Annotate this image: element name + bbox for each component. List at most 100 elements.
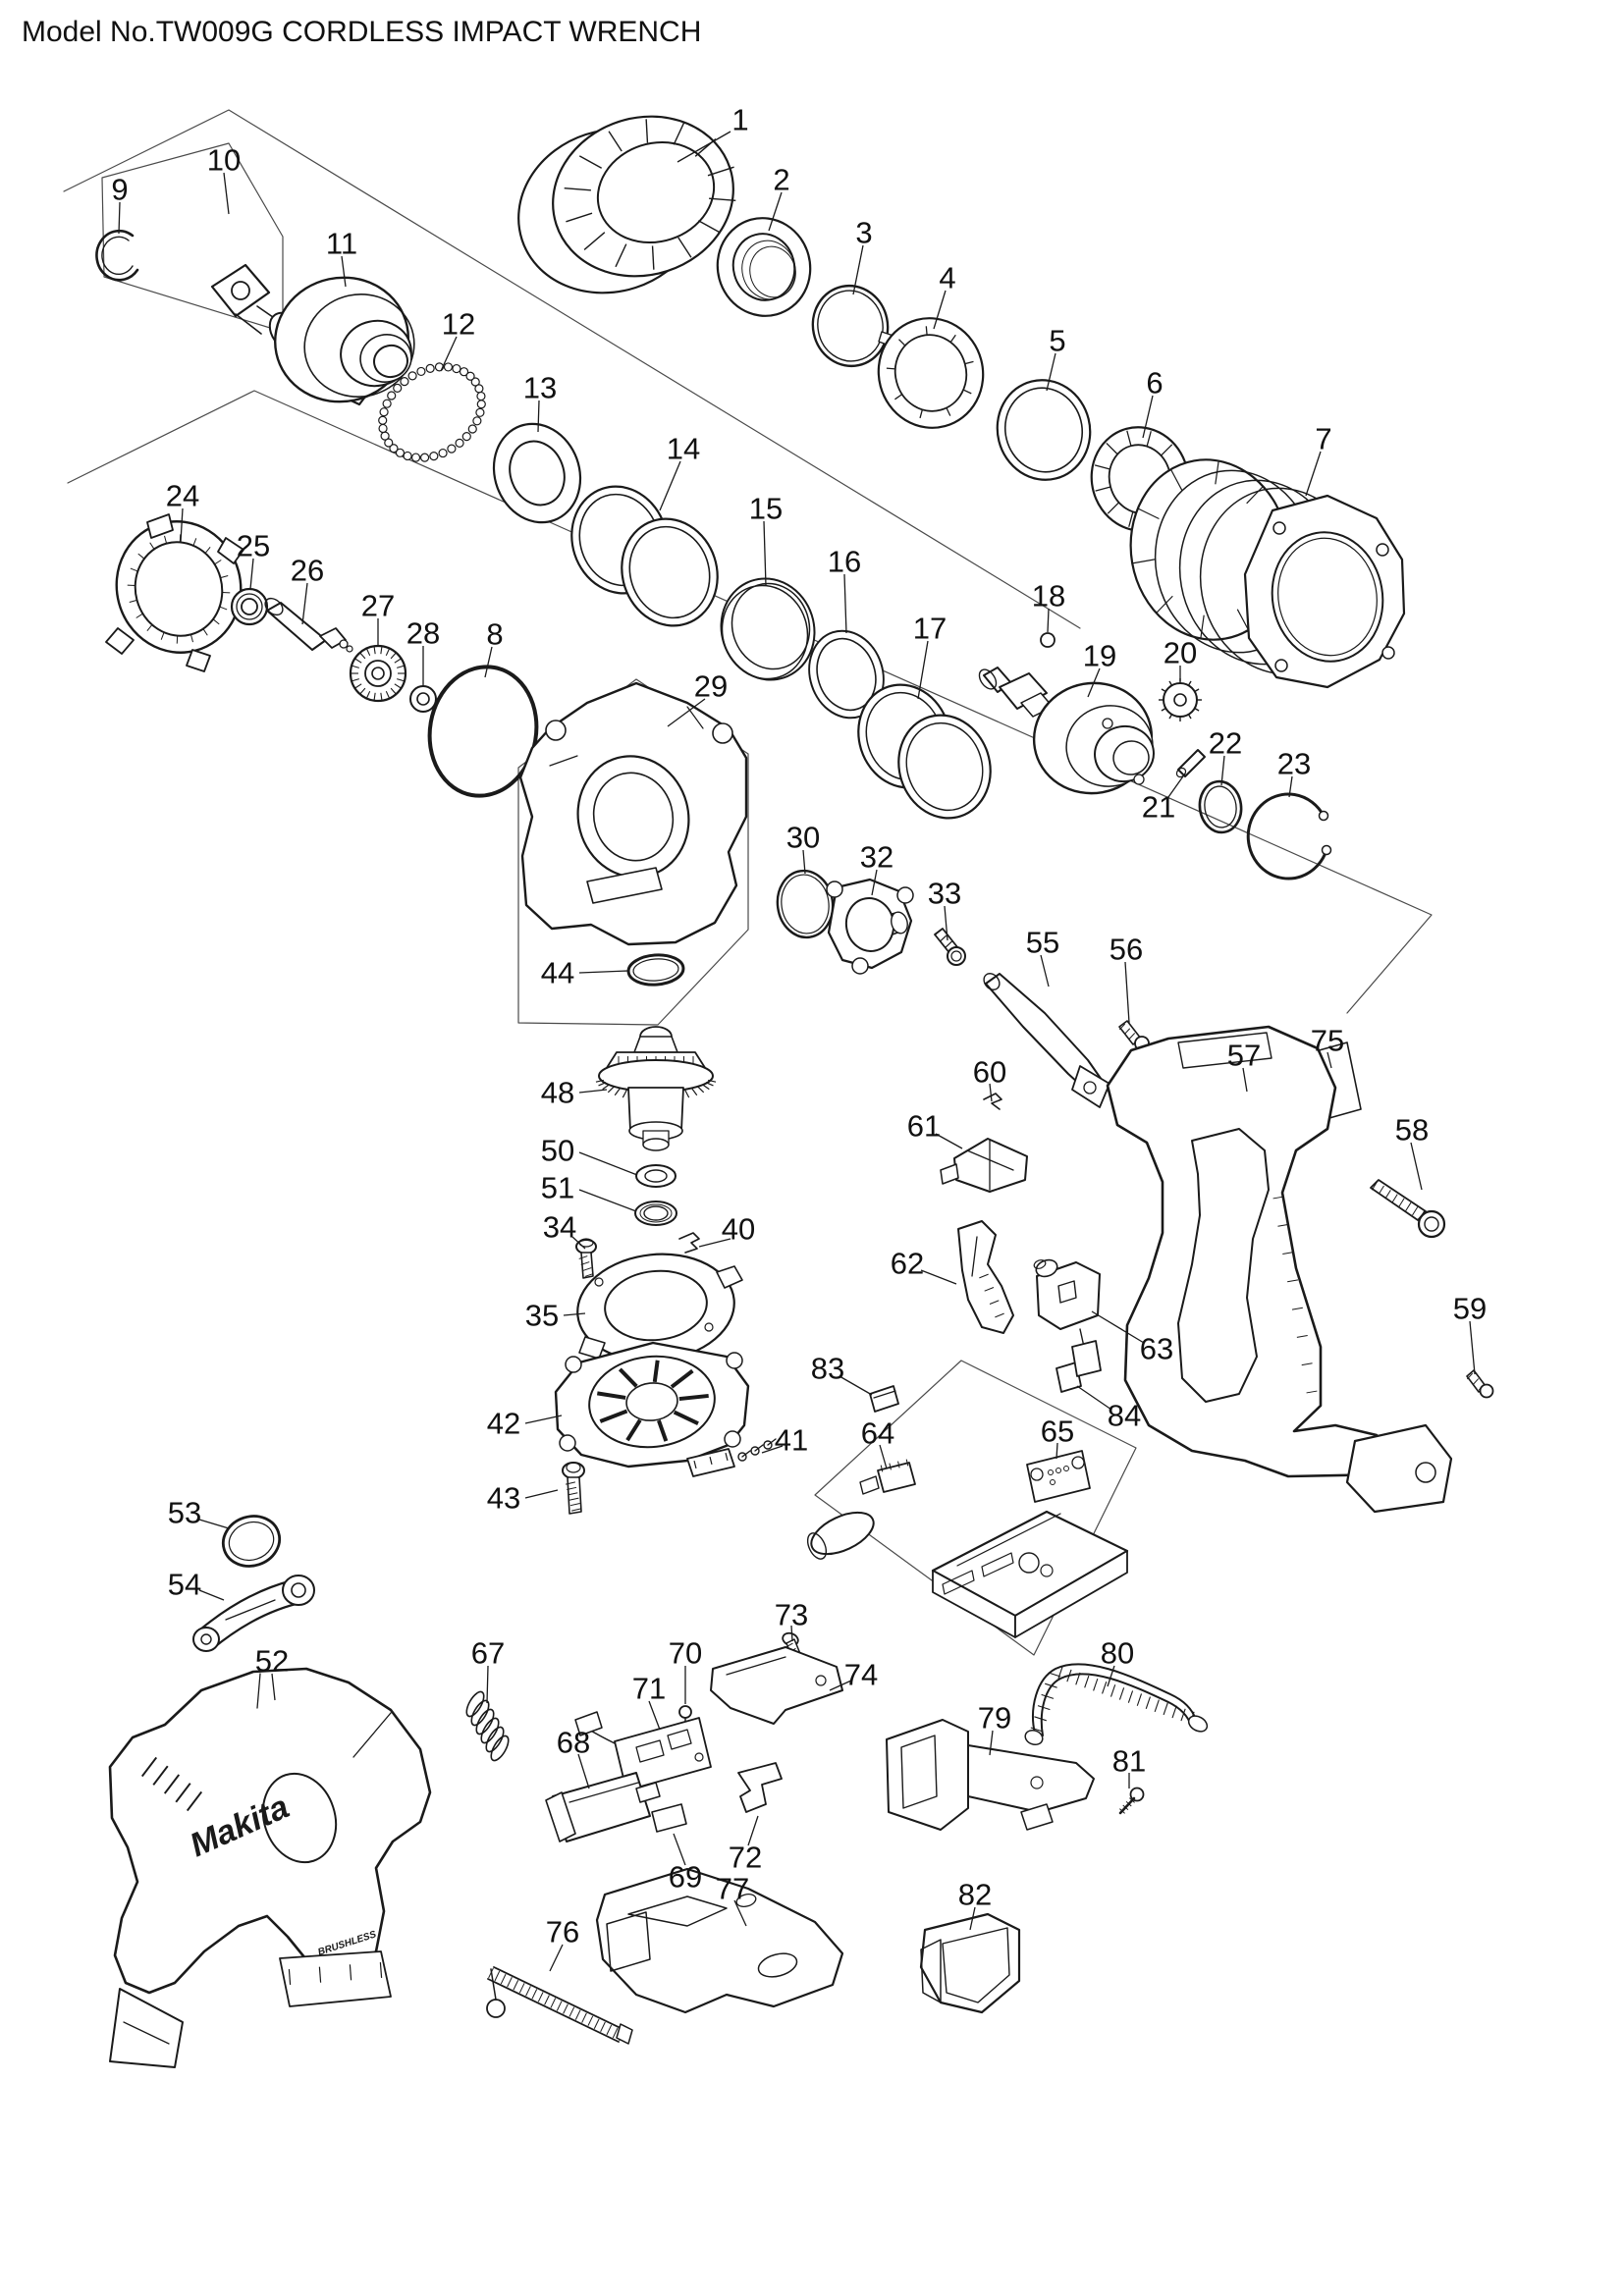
leader-line-41 [761,1445,784,1454]
part-23-drawing [1246,792,1332,881]
leader-line-35 [563,1312,586,1316]
part-number-label-75: 75 [1311,1024,1344,1058]
part-number-label-74: 74 [844,1658,878,1692]
part-42-drawing [554,1341,750,1477]
leader-line-40 [698,1238,731,1248]
part-number-label-27: 27 [361,589,395,623]
part-60-drawing [983,1093,1002,1110]
part-number-label-53: 53 [168,1496,201,1530]
leader-line-80 [1107,1665,1115,1687]
part-number-label-40: 40 [722,1212,755,1247]
part-number-label-3: 3 [855,216,872,250]
part-number-label-33: 33 [928,877,961,911]
part-number-label-70: 70 [669,1636,702,1671]
part-18-drawing [1040,632,1056,648]
part-81-drawing [1118,1787,1145,1815]
part-number-label-60: 60 [973,1055,1006,1090]
leader-line-34 [571,1236,586,1250]
part-3-drawing [811,284,894,368]
part-15-drawing [720,577,816,681]
part-number-label-32: 32 [860,840,893,875]
leader-line-73 [790,1625,793,1642]
leader-line-57 [1242,1067,1248,1093]
part-20-drawing [1159,678,1202,721]
part-22-drawing [1198,779,1243,834]
part-24-drawing [105,513,244,672]
leader-line-19 [1087,667,1101,698]
part-number-label-12: 12 [442,307,475,342]
leader-line-61 [935,1133,963,1149]
part-number-label-65: 65 [1041,1415,1074,1449]
part-number-label-63: 63 [1140,1332,1173,1366]
leader-line-8 [484,646,493,678]
leader-lines [118,131,1476,1972]
part-1-drawing [517,115,736,294]
part-number-label-7: 7 [1315,422,1331,456]
part-17-drawing [857,683,992,820]
part-number-label-14: 14 [667,432,700,466]
leader-line-10 [223,172,230,215]
part-number-label-8: 8 [486,617,503,652]
part-53-drawing [221,1515,282,1568]
part-number-label-6: 6 [1146,366,1163,400]
part-61-drawing [940,1138,1028,1193]
leader-line-48 [578,1089,608,1094]
part-number-label-81: 81 [1112,1744,1146,1779]
leader-line-65 [1056,1442,1058,1460]
leader-line-15 [763,520,767,587]
leader-line-59 [1469,1320,1476,1375]
leader-line-53 [198,1519,230,1529]
part-number-label-52: 52 [255,1644,289,1679]
part-25-drawing [230,587,269,626]
part-number-label-2: 2 [773,163,789,197]
part-26-drawing [264,597,353,653]
part-9-drawing [95,229,139,282]
leader-line-24 [180,507,184,543]
part-35-drawing [576,1253,743,1373]
part-76-drawing [486,1966,633,2045]
leader-line-69 [673,1833,686,1866]
part-number-label-24: 24 [166,479,199,513]
part-number-label-30: 30 [786,821,820,855]
leader-line-7 [1305,451,1322,497]
leader-line-56 [1124,961,1130,1024]
part-30-drawing [776,869,835,939]
leader-line-30 [802,849,806,875]
leader-line-6 [1142,395,1154,439]
leader-line-1 [677,131,731,163]
part-number-label-64: 64 [861,1416,894,1451]
part-number-label-73: 73 [775,1598,808,1632]
part-2-drawing [716,217,812,317]
leader-line-50 [578,1151,638,1176]
part-number-label-28: 28 [406,616,440,651]
part-number-label-58: 58 [1395,1113,1429,1148]
part-number-label-54: 54 [168,1568,201,1602]
part-72-drawing [737,1762,783,1813]
part-74-drawing [710,1646,843,1725]
part-number-label-20: 20 [1164,636,1197,670]
part-number-label-67: 67 [471,1636,505,1671]
leader-line-58 [1410,1142,1423,1191]
part-33-drawing [934,928,966,966]
part-number-label-62: 62 [891,1247,924,1281]
part-13-drawing [492,422,582,524]
part-44-drawing [626,953,685,987]
part-number-label-48: 48 [541,1076,574,1110]
part-number-label-41: 41 [775,1423,808,1458]
part-50-drawing [635,1164,677,1188]
leader-line-82 [969,1906,976,1931]
part-number-label-83: 83 [811,1352,844,1386]
leader-line-23 [1288,775,1293,798]
part-number-label-56: 56 [1110,933,1143,967]
part-14-drawing [570,485,719,627]
leader-line-54 [198,1589,225,1601]
part-number-label-18: 18 [1032,579,1065,614]
leader-line-26 [301,582,308,625]
part-79-drawing [886,1719,1095,1831]
leader-line-22 [1220,755,1225,786]
part-48-drawing [595,1026,717,1151]
part-number-label-1: 1 [731,103,748,137]
part-63-drawing [1033,1258,1102,1377]
